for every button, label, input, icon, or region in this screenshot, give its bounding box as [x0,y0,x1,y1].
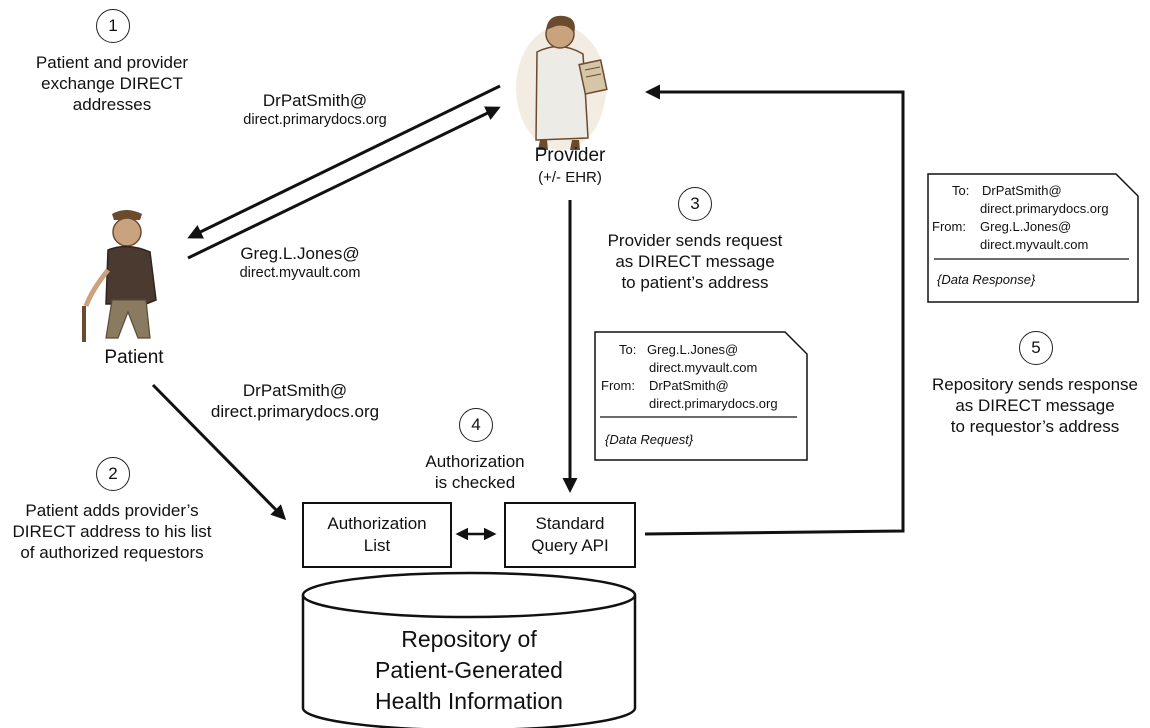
step-2-number: 2 [96,457,130,491]
provider-address-user: DrPatSmith@ [262,91,368,110]
patient-address-user: Greg.L.Jones@ [240,244,360,263]
provider-illustration [516,15,608,150]
step-2-line-2: DIRECT address to his list [12,522,212,541]
step-4-line-2: is checked [434,473,516,492]
arrow-patient-to-provider [187,106,501,260]
step-4-line-1: Authorization [425,452,525,471]
response-body: {Data Response} [937,272,1036,287]
provider-address-lower-domain: direct.primarydocs.org [210,402,380,421]
step-3-number: 3 [678,187,712,221]
step-1-line-3: addresses [72,95,152,114]
request-from-label: From: [601,378,635,393]
step-1-text: Patient and provider exchange DIRECT add… [22,52,202,115]
step-4-text: Authorization is checked [400,451,550,493]
repository-line-1: Repository of [401,626,537,652]
step-4-number: 4 [459,408,493,442]
request-to-label: To: [619,342,637,357]
step-1-number: 1 [96,9,130,43]
arrow-patient-to-auth-list [151,383,287,521]
standard-query-api-box: Standard Query API [504,502,636,568]
request-document-shape [594,331,808,461]
provider-address-lower-user: DrPatSmith@ [242,381,348,400]
provider-address-top: DrPatSmith@ direct.primarydocs.org [220,90,410,130]
patient-address: Greg.L.Jones@ direct.myvault.com [205,243,395,283]
provider-sublabel: (+/- EHR) [538,169,602,186]
arrow-provider-to-patient [187,84,501,239]
response-from-line-2: direct.myvault.com [980,237,1089,252]
step-2-line-3: of authorized requestors [20,543,204,562]
request-from-line-2: direct.primarydocs.org [649,396,778,411]
query-api-line-2: Query API [531,536,609,555]
patient-label: Patient [104,347,164,368]
step-5-number: 5 [1019,331,1053,365]
request-to-line-1: Greg.L.Jones@ [647,342,739,357]
response-to-line-2: direct.primarydocs.org [980,201,1109,216]
step-5-text: Repository sends response as DIRECT mess… [920,374,1150,437]
step-3-line-2: as DIRECT message [615,252,775,271]
request-to-line-2: direct.myvault.com [649,360,758,375]
provider-address-lower: DrPatSmith@ direct.primarydocs.org [190,380,400,422]
step-3-line-1: Provider sends request [607,231,783,250]
response-to-label: To: [952,183,970,198]
patient-address-domain: direct.myvault.com [239,265,361,281]
step-2-line-1: Patient adds provider’s [25,501,199,520]
provider-address-domain: direct.primarydocs.org [243,112,387,128]
step-1-line-2: exchange DIRECT [41,74,183,93]
provider-label-group: Provider (+/- EHR) [510,144,630,188]
request-body: {Data Request} [605,432,694,447]
repository-cylinder [301,571,637,728]
step-5-line-3: to requestor’s address [950,417,1120,436]
request-message: To: Greg.L.Jones@ direct.myvault.com Fro… [595,332,807,460]
step-3-text: Provider sends request as DIRECT message… [590,230,800,293]
repository-label: Repository of Patient-Generated Health I… [303,624,635,717]
step-1-line-1: Patient and provider [35,53,189,72]
step-2-text: Patient adds provider’s DIRECT address t… [0,500,224,563]
repository-line-3: Health Information [375,688,563,714]
step-3-line-3: to patient’s address [621,273,769,292]
request-from-line-1: DrPatSmith@ [649,378,729,393]
response-from-line-1: Greg.L.Jones@ [980,219,1072,234]
authorization-list-line-1: Authorization [327,514,427,533]
response-document-shape [927,173,1139,303]
authorization-list-box: Authorization List [302,502,452,568]
response-from-label: From: [932,219,966,234]
repository-line-2: Patient-Generated [375,657,563,683]
step-5-line-1: Repository sends response [931,375,1138,394]
query-api-line-1: Standard [535,514,605,533]
patient-illustration [82,210,157,342]
response-message: To: DrPatSmith@ direct.primarydocs.org F… [928,174,1138,302]
response-to-line-1: DrPatSmith@ [982,183,1062,198]
authorization-list-line-2: List [363,536,391,555]
provider-label: Provider [534,145,606,166]
arrow-response-to-provider [644,84,905,536]
step-5-line-2: as DIRECT message [955,396,1115,415]
